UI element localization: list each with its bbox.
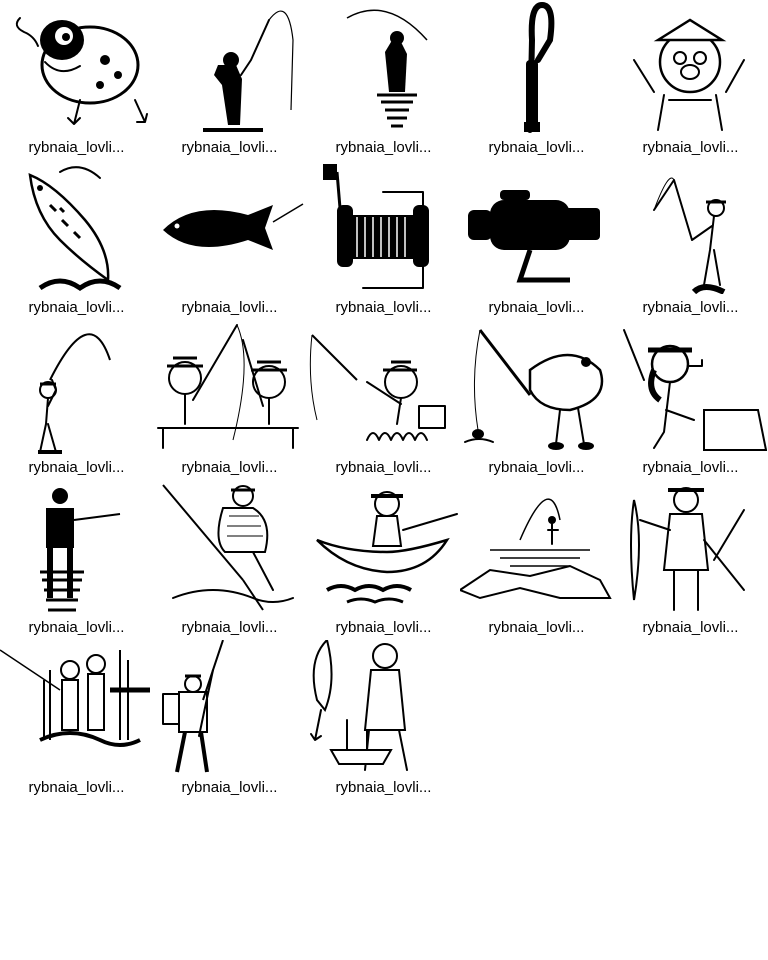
tile-caption[interactable]: rybnaia_lovli... bbox=[488, 139, 585, 156]
fishing-rod-handle-icon[interactable] bbox=[460, 0, 613, 134]
fish-lure-cartoon-icon[interactable] bbox=[0, 0, 153, 134]
angler-silhouette-icon[interactable] bbox=[153, 0, 306, 134]
gallery-tile[interactable]: rybnaia_lovli... bbox=[307, 160, 460, 320]
angler-on-rock-icon[interactable] bbox=[614, 160, 767, 294]
gallery-tile[interactable]: rybnaia_lovli... bbox=[460, 320, 613, 480]
gallery-tile[interactable]: rybnaia_lovli... bbox=[307, 320, 460, 480]
man-holding-fish-icon[interactable] bbox=[614, 480, 767, 614]
gallery-tile[interactable]: rybnaia_lovli... bbox=[0, 160, 153, 320]
gallery-tile[interactable]: rybnaia_lovli... bbox=[307, 0, 460, 160]
tile-caption[interactable]: rybnaia_lovli... bbox=[28, 779, 125, 796]
tile-caption[interactable]: rybnaia_lovli... bbox=[335, 299, 432, 316]
tile-caption[interactable]: rybnaia_lovli... bbox=[642, 619, 739, 636]
tile-caption[interactable]: rybnaia_lovli... bbox=[488, 459, 585, 476]
gallery-tile[interactable]: rybnaia_lovli... bbox=[307, 480, 460, 640]
wading-angler-icon[interactable] bbox=[0, 480, 153, 614]
gallery-tile[interactable]: rybnaia_lovli... bbox=[614, 0, 767, 160]
tile-caption[interactable]: rybnaia_lovli... bbox=[642, 459, 739, 476]
tile-caption[interactable]: rybnaia_lovli... bbox=[335, 619, 432, 636]
tile-caption[interactable]: rybnaia_lovli... bbox=[28, 459, 125, 476]
cartoon-angler-in-grass-icon[interactable] bbox=[307, 320, 460, 454]
gallery-tile[interactable]: rybnaia_lovli... bbox=[153, 480, 306, 640]
gallery-tile[interactable]: rybnaia_lovli... bbox=[0, 480, 153, 640]
gallery-tile[interactable]: rybnaia_lovli... bbox=[614, 480, 767, 640]
tile-caption[interactable]: rybnaia_lovli... bbox=[488, 619, 585, 636]
angler-on-ice-icon[interactable] bbox=[460, 480, 613, 614]
gallery-tile[interactable]: rybnaia_lovli... bbox=[0, 0, 153, 160]
tile-caption[interactable]: rybnaia_lovli... bbox=[181, 779, 278, 796]
gallery-tile[interactable]: rybnaia_lovli... bbox=[460, 0, 613, 160]
sitting-angler-icon[interactable] bbox=[153, 480, 306, 614]
tile-caption[interactable]: rybnaia_lovli... bbox=[181, 619, 278, 636]
gallery-tile[interactable]: rybnaia_lovli... bbox=[460, 480, 613, 640]
tile-caption[interactable]: rybnaia_lovli... bbox=[642, 139, 739, 156]
fisherman-with-boat-icon[interactable] bbox=[307, 640, 460, 774]
tile-caption[interactable]: rybnaia_lovli... bbox=[181, 459, 278, 476]
tile-caption[interactable]: rybnaia_lovli... bbox=[28, 619, 125, 636]
fisherman-with-pipe-icon[interactable] bbox=[614, 320, 767, 454]
tile-caption[interactable]: rybnaia_lovli... bbox=[181, 299, 278, 316]
gallery-tile[interactable]: rybnaia_lovli... bbox=[153, 160, 306, 320]
boy-with-rod-icon[interactable] bbox=[0, 320, 153, 454]
cartoon-fish-with-rod-icon[interactable] bbox=[460, 320, 613, 454]
gallery-tile[interactable]: rybnaia_lovli... bbox=[614, 160, 767, 320]
salmon-silhouette-icon[interactable] bbox=[153, 160, 306, 294]
tile-caption[interactable]: rybnaia_lovli... bbox=[488, 299, 585, 316]
gallery-tile[interactable]: rybnaia_lovli... bbox=[153, 320, 306, 480]
fishing-reel-icon[interactable] bbox=[307, 160, 460, 294]
jumping-trout-icon[interactable] bbox=[0, 160, 153, 294]
gallery-tile[interactable]: rybnaia_lovli... bbox=[153, 640, 306, 800]
gallery-tile[interactable]: rybnaia_lovli... bbox=[153, 0, 306, 160]
tile-caption[interactable]: rybnaia_lovli... bbox=[335, 779, 432, 796]
gallery-tile[interactable]: rybnaia_lovli... bbox=[0, 640, 153, 800]
gallery-tile[interactable]: rybnaia_lovli... bbox=[460, 160, 613, 320]
tile-caption[interactable]: rybnaia_lovli... bbox=[335, 459, 432, 476]
group-fishing-in-reeds-icon[interactable] bbox=[0, 640, 153, 774]
gallery-tile[interactable]: rybnaia_lovli... bbox=[307, 640, 460, 800]
gallery-tile[interactable]: rybnaia_lovli... bbox=[614, 320, 767, 480]
tile-caption[interactable]: rybnaia_lovli... bbox=[181, 139, 278, 156]
tile-caption[interactable]: rybnaia_lovli... bbox=[28, 139, 125, 156]
spinning-reel-icon[interactable] bbox=[460, 160, 613, 294]
tile-caption[interactable]: rybnaia_lovli... bbox=[642, 299, 739, 316]
cartoon-fisherman-icon[interactable] bbox=[614, 0, 767, 134]
tile-caption[interactable]: rybnaia_lovli... bbox=[28, 299, 125, 316]
tile-caption[interactable]: rybnaia_lovli... bbox=[335, 139, 432, 156]
two-kids-fishing-icon[interactable] bbox=[153, 320, 306, 454]
fisherman-in-boat-icon[interactable] bbox=[307, 480, 460, 614]
angler-with-backpack-icon[interactable] bbox=[153, 640, 306, 774]
gallery-tile[interactable]: rybnaia_lovli... bbox=[0, 320, 153, 480]
angler-silhouette-reflection-icon[interactable] bbox=[307, 0, 460, 134]
